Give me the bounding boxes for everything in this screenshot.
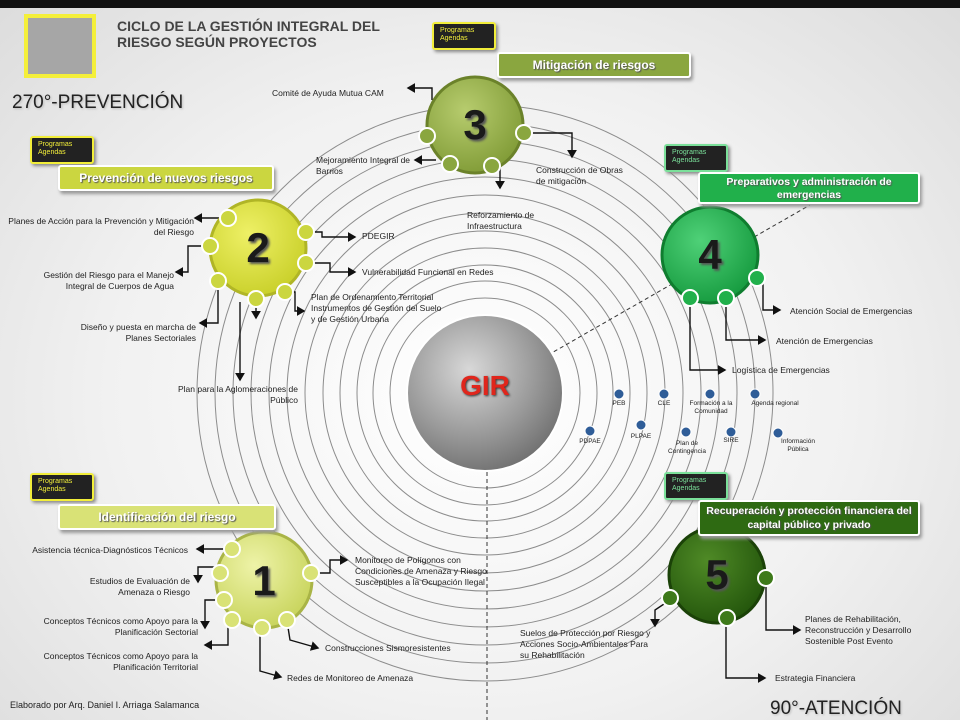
- small-node-sire: SIRE: [723, 437, 739, 444]
- phase-5-number: 5: [705, 551, 729, 598]
- label-logistica: Logística de Emergencias: [732, 365, 830, 375]
- label-planes-accion: Planes de Acción para la Prevención y Mi…: [8, 216, 194, 237]
- label-estrategia-financiera: Estrategia Financiera: [775, 673, 856, 683]
- label-planes-sectoriales: Diseño y puesta en marcha de Planes Sect…: [80, 322, 196, 343]
- phase-4-node: [660, 205, 766, 307]
- phase-2-number: 2: [246, 224, 270, 271]
- label-redes-monitoreo: Redes de Monitoreo de Amenaza: [287, 673, 414, 683]
- concentric-rings: [196, 104, 774, 682]
- label-mejoramiento-barrios: Mejoramiento Integral de Barrios: [316, 155, 411, 176]
- small-node-agenda-regional: Agenda regional: [751, 400, 799, 407]
- programs-badge-phase-3[interactable]: Programas Agendas: [432, 22, 496, 50]
- label-estudios-evaluacion: Estudios de Evaluación de Amenaza o Ries…: [89, 576, 190, 597]
- phase-1-number: 1: [252, 557, 276, 604]
- small-node-pdpae: PDPAE: [579, 438, 601, 445]
- label-obras-mitigacion: Construcción de Obras de mitigación: [536, 165, 623, 186]
- label-rehabilitacion: Planes de Rehabilitación, Reconstrucción…: [805, 614, 912, 646]
- small-node-plpae: PLPAE: [630, 433, 652, 440]
- small-node-cle: CLE: [657, 400, 671, 407]
- label-reforzamiento: Reforzamiento de Infraestructura: [467, 210, 535, 231]
- top-bar: [0, 0, 960, 8]
- label-aglomeraciones: Plan para la Aglomeraciones de Público: [177, 384, 298, 405]
- prevention-quadrant-label: 270°-PREVENCIÓN: [12, 92, 184, 113]
- small-node-peb: PEB: [612, 400, 626, 407]
- phase-1-node: [211, 530, 320, 637]
- label-atencion-social: Atención Social de Emergencias: [790, 306, 913, 316]
- small-node-formacion: Formación a la Comunidad: [689, 400, 733, 415]
- phase-3-number: 3: [463, 101, 487, 148]
- banner-recovery[interactable]: Recuperación y protección financiera del…: [698, 500, 920, 536]
- banner-preparedness[interactable]: Preparativos y administración de emergen…: [698, 172, 920, 204]
- attention-quadrant-label: 90°-ATENCIÓN: [770, 698, 902, 719]
- phase-3-node: [418, 75, 533, 175]
- banner-prevention[interactable]: Prevención de nuevos riesgos: [58, 165, 274, 191]
- small-node-contingencia: Plan de Contingencia: [668, 440, 706, 455]
- programs-badge-phase-2[interactable]: Programas Agendas: [30, 136, 94, 164]
- label-monitoreo-poligonos: Monitoreo de Polígonos con Condiciones d…: [355, 555, 487, 587]
- label-pot: Plan de Ordenamiento Territorial Instrum…: [311, 292, 442, 324]
- gir-center-circle: [406, 314, 564, 472]
- label-cam: Comité de Ayuda Mutua CAM: [272, 88, 384, 98]
- programs-badge-phase-1[interactable]: Programas Agendas: [30, 473, 94, 501]
- page-title: CICLO DE LA GESTIÓN INTEGRAL DEL RIESGO …: [117, 18, 380, 50]
- label-cuerpos-agua: Gestión del Riesgo para el Manejo Integr…: [43, 270, 174, 291]
- label-planificacion-territorial: Conceptos Técnicos como Apoyo para la Pl…: [43, 651, 198, 672]
- label-planificacion-sectorial: Conceptos Técnicos como Apoyo para la Pl…: [43, 616, 198, 637]
- phase-2-node: [201, 198, 315, 308]
- small-program-dots: [584, 388, 784, 439]
- programs-badge-phase-5[interactable]: Programas Agendas: [664, 472, 728, 500]
- gir-center-label: GIR: [460, 370, 510, 401]
- label-pdegir: PDEGIR: [362, 231, 395, 241]
- credit-text: Elaborado por Arq. Daniel I. Arriaga Sal…: [10, 700, 200, 710]
- label-vulnerabilidad-redes: Vulnerabilidad Funcional en Redes: [362, 267, 494, 277]
- logo-placeholder: [24, 14, 96, 78]
- small-node-informacion-publica: Información Pública: [781, 438, 815, 453]
- banner-mitigation[interactable]: Mitigación de riesgos: [497, 52, 691, 78]
- connector-lines: [174, 83, 802, 683]
- label-suelos-proteccion: Suelos de Protección por Riesgo y Accion…: [520, 628, 651, 660]
- label-sismoresistentes: Construcciones Sismoresistentes: [325, 643, 451, 653]
- label-atencion-emergencias: Atención de Emergencias: [776, 336, 873, 346]
- diagonal-dashed-axis: [486, 204, 811, 391]
- label-asistencia-tecnica: Asistencia técnica-Diagnósticos Técnicos: [32, 545, 188, 555]
- programs-badge-phase-4[interactable]: Programas Agendas: [664, 144, 728, 172]
- phase-4-number: 4: [698, 231, 722, 278]
- banner-identification[interactable]: Identificación del riesgo: [58, 504, 276, 530]
